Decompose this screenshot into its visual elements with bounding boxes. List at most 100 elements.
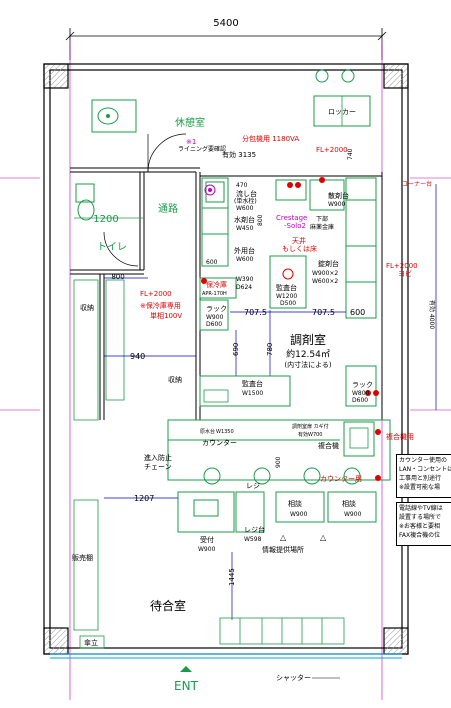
svg-text:天井: 天井 — [292, 236, 306, 245]
svg-text:W450: W450 — [236, 225, 254, 232]
crestage-label: Crestage — [276, 214, 307, 222]
panel1-line3: ※設置可能な場 — [399, 484, 441, 491]
svg-text:W598: W598 — [244, 536, 262, 543]
svg-text:W800: W800 — [352, 390, 370, 397]
jozai-label: 錠剤台 — [318, 259, 339, 268]
dim-4000: 有効 4000 — [428, 300, 436, 329]
svg-text:監査台: 監査台 — [276, 283, 297, 292]
dim-1200: 1200 — [74, 214, 144, 225]
room-toilet: トイレ — [97, 242, 127, 253]
fl2000-c: FL+2000 — [386, 262, 418, 270]
svg-text:ラック: ラック — [352, 381, 373, 389]
svg-text:ラック: ラック — [206, 305, 227, 313]
svg-text:D600: D600 — [352, 397, 368, 404]
lining-note: ライニング要確認 — [178, 145, 226, 153]
panel2-line1: 設置する場所で — [399, 514, 442, 521]
svg-text:1445: 1445 — [228, 568, 236, 586]
svg-text:W600: W600 — [236, 256, 254, 263]
kansa-table-2 — [199, 375, 291, 407]
svg-text:△: △ — [320, 533, 327, 542]
svg-text:W1200: W1200 — [276, 293, 297, 300]
svg-text:W1500: W1500 — [242, 390, 263, 397]
locker: ロッカー — [313, 95, 371, 127]
svg-text:900: 900 — [275, 456, 282, 468]
svg-text:監査台: 監査台 — [242, 379, 263, 388]
shutter-label: シャッター — [276, 673, 311, 682]
svg-text:もしくは床: もしくは床 — [282, 244, 317, 253]
svg-text:-Solo2: -Solo2 — [284, 222, 306, 230]
storage-left — [73, 279, 125, 631]
dimension-top: 5400 — [65, 18, 387, 60]
svg-text:W600×2: W600×2 — [312, 278, 338, 285]
svg-text:収納: 収納 — [168, 375, 182, 384]
svg-text:W900: W900 — [328, 201, 346, 208]
svg-text:1200: 1200 — [93, 214, 118, 225]
gaiyo-label: 外用台 — [234, 246, 255, 255]
panel1-line2: 工事用と別途行 — [399, 475, 442, 482]
svg-text:保冷庫: 保冷庫 — [206, 280, 227, 289]
svg-text:麻薬金庫: 麻薬金庫 — [310, 223, 334, 231]
svg-text:相談: 相談 — [288, 499, 302, 508]
reception-row — [177, 491, 377, 533]
panel1-line0: カウンター使用の — [399, 457, 448, 464]
refrigerator — [199, 277, 237, 299]
rest-room-sink — [91, 99, 137, 133]
svg-text:調剤室扉 カギ付: 調剤室扉 カギ付 — [292, 423, 329, 430]
room-tsuro: 通路 — [158, 202, 178, 215]
mizuzai-label: 水剤台 — [234, 215, 255, 224]
info-panel-2: 電話線やTV線は 設置する場所で ※お客様と要相 FAX複合機の位 — [396, 502, 451, 546]
svg-text:傘立: 傘立 — [84, 638, 98, 647]
nagashi-label: 流し台 — [236, 189, 257, 198]
entrance-arrow: ENT — [174, 666, 199, 693]
svg-text:707.5: 707.5 — [244, 308, 267, 317]
svg-text:470: 470 — [236, 182, 248, 189]
toilet: トイレ — [75, 183, 127, 253]
grid-lines — [0, 40, 451, 700]
outer-walls — [43, 63, 409, 655]
dim-740: 740 — [347, 148, 354, 160]
svg-text:複合機用: 複合機用 — [386, 432, 414, 441]
svg-text:受付: 受付 — [200, 535, 214, 544]
svg-text:△: △ — [280, 533, 287, 542]
svg-text:W900: W900 — [344, 511, 362, 518]
room-machiai: 待合室 — [150, 598, 186, 613]
svg-text:707.5: 707.5 — [312, 308, 335, 317]
svg-text:(単水栓): (単水栓) — [234, 197, 257, 205]
svg-text:690: 690 — [232, 343, 240, 356]
svg-text:カウンター用: カウンター用 — [320, 474, 362, 483]
ent-label: ENT — [174, 679, 199, 693]
rack-1 — [199, 299, 229, 331]
dimension-5400: 5400 — [213, 18, 238, 29]
svg-text:600: 600 — [350, 308, 365, 317]
svg-text:単相100V: 単相100V — [150, 311, 182, 320]
umbrella-stand: 傘立 — [79, 635, 105, 649]
note-1: ※1 — [186, 138, 196, 146]
waiting-benches — [219, 617, 345, 645]
svg-text:W390: W390 — [236, 276, 254, 283]
svg-text:W900: W900 — [206, 314, 224, 321]
svg-text:販売棚: 販売棚 — [72, 553, 93, 562]
stools — [203, 467, 361, 485]
kansa-table-1 — [269, 255, 307, 309]
room-chozai: 調剤室 — [290, 332, 326, 347]
svg-text:下部: 下部 — [316, 215, 328, 223]
panel1-line1: LAN・コンセントは — [399, 466, 451, 473]
svg-text:780: 780 — [266, 343, 274, 356]
panel2-line0: 電話線やTV線は — [399, 505, 443, 512]
svg-text:※保冷庫専用: ※保冷庫専用 — [140, 301, 181, 310]
svg-text:APR-170H: APR-170H — [202, 291, 227, 297]
crestage-outlets — [287, 177, 325, 188]
svg-text:チェーン: チェーン — [144, 463, 172, 471]
svg-text:レジ: レジ — [246, 482, 260, 490]
svg-text:約12.54㎡: 約12.54㎡ — [286, 348, 330, 360]
svg-text:有効W700: 有効W700 — [298, 431, 323, 438]
left-counters — [201, 177, 229, 267]
dim-3135: 有効 3135 — [222, 150, 256, 159]
svg-text:800: 800 — [257, 214, 264, 226]
panel2-line3: FAX複合機の位 — [399, 532, 441, 539]
svg-text:収納: 収納 — [80, 303, 94, 312]
rest-room-door — [103, 133, 187, 267]
svg-text:レジ台: レジ台 — [244, 525, 265, 534]
fl2000-b: FL+2000 — [140, 290, 172, 298]
